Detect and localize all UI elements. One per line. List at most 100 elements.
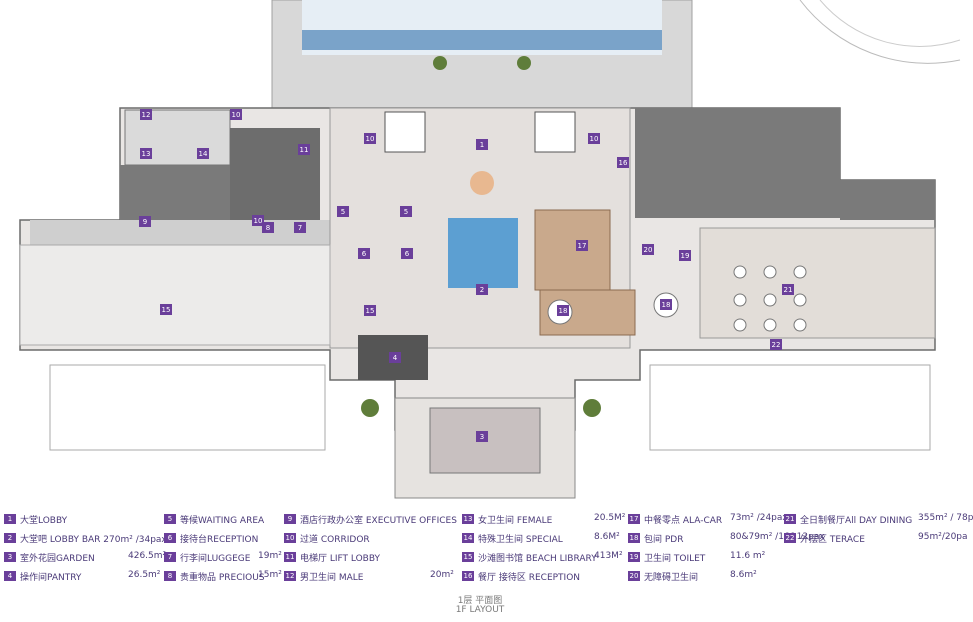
room-tag: 11: [298, 144, 310, 155]
room-tag: 6: [358, 248, 370, 259]
room-tag: 15: [364, 305, 376, 316]
room-tag-number: 10: [254, 217, 263, 225]
legend-number: 16: [462, 571, 474, 581]
room-tag-number: 18: [662, 301, 671, 309]
room-tag-number: 10: [366, 135, 375, 143]
room-tag-number: 5: [404, 208, 408, 216]
room-tag-number: 17: [578, 242, 587, 250]
legend-item: 5 等候WAITING AREA: [164, 511, 264, 527]
room-tag: 12: [140, 109, 152, 120]
room-tag-number: 16: [619, 159, 628, 167]
room-tag-number: 22: [772, 341, 781, 349]
room-tag: 1: [476, 139, 488, 150]
legend-value: 8.6m²: [730, 570, 757, 580]
room-tag: 21: [782, 284, 794, 295]
legend-value: 20m²: [430, 570, 454, 580]
legend-number: 18: [628, 533, 640, 543]
legend-number: 21: [784, 514, 796, 524]
room-tag: 5: [400, 206, 412, 217]
room-tag: 7: [294, 222, 306, 233]
legend-number: 19: [628, 552, 640, 562]
legend-item: 15 沙滩图书馆 BEACH LIBRARY: [462, 549, 597, 565]
legend-value: 15m²: [258, 570, 282, 580]
legend-label: 沙滩图书馆 BEACH LIBRARY: [478, 553, 597, 564]
legend-label: 酒店行政办公室 EXECUTIVE OFFICES: [300, 515, 457, 526]
room-tag: 10: [252, 215, 264, 226]
room-tag-number: 6: [362, 250, 367, 258]
planter: [517, 56, 531, 70]
legend-item: 17 中餐零点 ALA-CAR: [628, 511, 722, 527]
legend-label: 全日制餐厅All DAY DINING: [800, 515, 913, 526]
lobby-bar-water: [448, 218, 518, 288]
room-tag: 17: [576, 240, 588, 251]
beach-library: [19, 244, 331, 346]
room-tag-number: 19: [681, 252, 690, 260]
room-tag-number: 10: [232, 111, 241, 119]
room-tag-number: 11: [300, 146, 309, 154]
legend-value: 8.6M²: [594, 532, 620, 542]
legend-label: 操作间PANTRY: [20, 572, 82, 583]
planter: [433, 56, 447, 70]
legend-value: 11.6 m²: [730, 551, 766, 561]
legend-value: 20.5M²: [594, 513, 626, 523]
legend-number: 14: [462, 533, 474, 543]
stair: [384, 111, 426, 153]
caption-cn: 1层 平面图: [457, 596, 503, 606]
room-tag-number: 9: [143, 218, 147, 226]
legend-number: 10: [284, 533, 296, 543]
legend-label: 电梯厅 LIFT LOBBY: [300, 553, 381, 564]
legend-label: 卫生间 TOILET: [644, 553, 706, 564]
legend-label: 行李间LUGGEGE: [180, 553, 251, 564]
legend-number: 15: [462, 552, 474, 562]
room-tag: 3: [476, 431, 488, 442]
legend-value: 355m² / 78p: [918, 513, 973, 523]
room-tag-number: 7: [298, 224, 302, 232]
room-tag: 16: [617, 157, 629, 168]
room-tag: 10: [588, 133, 600, 144]
lift-lobby: [230, 128, 320, 228]
room-tag: 15: [160, 304, 172, 315]
legend-label: 中餐零点 ALA-CAR: [644, 515, 723, 526]
legend-number: 12: [284, 571, 296, 581]
legend-value: 26.5m²: [128, 570, 161, 580]
room-tag-number: 15: [366, 307, 375, 315]
room-tag: 14: [197, 148, 209, 159]
legend-value: 95m²/20pa: [918, 532, 968, 542]
legend-item: 7 行李间LUGGEGE: [164, 549, 250, 565]
room-tag-number: 3: [480, 433, 484, 441]
legend-label: 女卫生间 FEMALE: [478, 515, 553, 526]
room-tag: 9: [139, 216, 151, 227]
room-tag-number: 6: [405, 250, 410, 258]
legend-value: 426.5m²: [128, 551, 167, 561]
legend-number: 1: [4, 514, 16, 524]
legend-value: 19m²: [258, 551, 282, 561]
legend-number: 17: [628, 514, 640, 524]
legend-label: 包间 PDR: [644, 534, 684, 545]
legend-label: 等候WAITING AREA: [180, 515, 265, 526]
room-tag-number: 10: [590, 135, 599, 143]
legend-number: 7: [164, 552, 176, 562]
legend-item: 18 包间 PDR: [628, 530, 683, 546]
room-tag: 4: [389, 352, 401, 363]
room-tag: 2: [476, 284, 488, 295]
legend-number: 5: [164, 514, 176, 524]
pool-edge: [302, 30, 662, 50]
legend-number: 6: [164, 533, 176, 543]
room-tag: 8: [262, 222, 274, 233]
terrace-left: [49, 364, 326, 451]
legend-item: 16 餐厅 接待区 RECEPTION: [462, 568, 580, 584]
room-tag: 6: [401, 248, 413, 259]
legend-label: 餐厅 接待区 RECEPTION: [478, 572, 581, 583]
